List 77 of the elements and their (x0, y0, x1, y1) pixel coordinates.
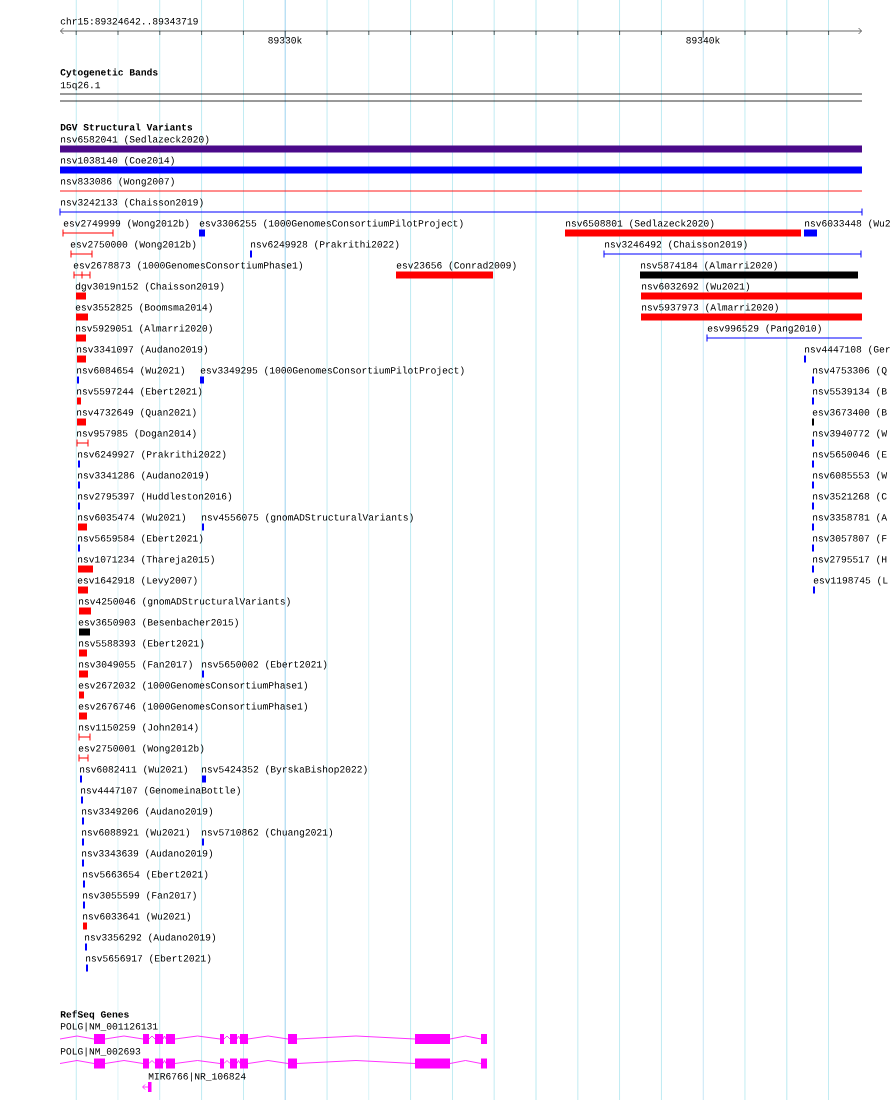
tick-label: 89340k (686, 36, 720, 44)
variant-label: nsv5659584 (Ebert2021) (78, 534, 203, 544)
variant-label: nsv6582041 (Sedlazeck2020) (61, 135, 209, 145)
variant-label: esv2750000 (Wong2012b) (70, 240, 196, 250)
variant-label: nsv5929051 (Almarri2020) (76, 324, 212, 334)
track-heading: Cytogenetic Bands (60, 68, 158, 78)
variant-label: esv3673400 (B (812, 408, 887, 418)
variant-label: nsv5874184 (Almarri2020) (641, 261, 777, 271)
variant-label: nsv4250046 (gnomADStructuralVariants) (79, 597, 290, 607)
gene-label: POLG|NM_001126131 (60, 1022, 158, 1032)
variant-label: nsv1150259 (John2014) (79, 723, 198, 733)
variant-label: esv1642918 (Levy2007) (77, 576, 197, 586)
variant-label: nsv4447107 (GenomeinaBottle) (81, 786, 240, 796)
variant-label: nsv2795397 (Huddleston2016) (78, 492, 232, 502)
variant-label: esv2672032 (1000GenomesConsortiumPhase1) (78, 681, 307, 691)
variant-label: nsv3057807 (F (813, 534, 887, 544)
variant-label: nsv6032692 (Wu2021) (642, 282, 749, 292)
variant-label: esv2676746 (1000GenomesConsortiumPhase1) (78, 702, 307, 712)
variant-label: nsv3341097 (Audano2019) (77, 345, 208, 355)
variant-label: nsv3343639 (Audano2019) (82, 849, 213, 859)
variant-label: esv996529 (Pang2010) (707, 324, 821, 334)
variant-label: nsv3349206 (Audano2019) (82, 807, 213, 817)
variant-label: esv3650903 (Besenbacher2015) (78, 618, 238, 628)
variant-label: nsv6508801 (Sedlazeck2020) (566, 219, 714, 229)
variant-label: nsv3246492 (Chaisson2019) (605, 240, 747, 250)
gene-label: POLG|NM_002693 (60, 1047, 141, 1057)
variant-label: nsv1038140 (Coe2014) (61, 156, 174, 166)
variant-label: nsv4556075 (gnomADStructuralVariants) (202, 513, 413, 523)
variant-label: nsv5424352 (ByrskaBishop2022) (202, 765, 367, 775)
variant-label: nsv833086 (Wong2007) (61, 177, 174, 187)
variant-label: esv1198745 (L (813, 576, 888, 586)
variant-label: esv2678873 (1000GenomesConsortiumPhase1) (73, 261, 302, 271)
gene-label: MIR6766|NR_106824 (148, 1072, 246, 1082)
variant-label: nsv3358781 (A (813, 513, 888, 523)
variant-label: nsv6084654 (Wu2021) (77, 366, 184, 376)
variant-label: dgv3019n152 (Chaisson2019) (75, 282, 224, 292)
variant-label: nsv3242133 (Chaisson2019) (61, 198, 203, 208)
variant-label: esv3552825 (Boomsma2014) (75, 303, 212, 313)
variant-label: nsv6249928 (Prakrithi2022) (251, 240, 399, 250)
variant-label: nsv6033448 (Wu2 (805, 219, 890, 229)
variant-label: nsv3940772 (W (813, 429, 888, 439)
variant-label: nsv3049055 (Fan2017) (79, 660, 192, 670)
variant-label: nsv6033641 (Wu2021) (83, 912, 190, 922)
variant-label: nsv3055599 (Fan2017) (83, 891, 196, 901)
variant-label: nsv6085553 (W (813, 471, 888, 481)
label: 15q26.1 (60, 81, 101, 91)
variant-label: esv3349295 (1000GenomesConsortiumPilotProject) (200, 366, 464, 376)
variant-label: nsv5539134 (B (813, 387, 887, 397)
variant-label: nsv6088921 (Wu2021) (82, 828, 189, 838)
variant-label: esv2749999 (Wong2012b) (63, 219, 189, 229)
variant-label: esv23656 (Conrad2009) (396, 261, 516, 271)
variant-label: nsv957985 (Dogan2014) (77, 429, 196, 439)
tick-label: 89330k (268, 36, 302, 44)
track-heading: DGV Structural Variants (60, 123, 193, 131)
variant-label: nsv5650002 (Ebert2021) (202, 660, 327, 670)
variant-label: nsv2795517 (H (813, 555, 887, 565)
variant-label: nsv5650046 (E (813, 450, 887, 460)
variant-label: nsv4753306 (Q (813, 366, 887, 376)
region-label: chr15:89324642..89343719 (60, 17, 198, 25)
variant-label: nsv3356292 (Audano2019) (85, 933, 216, 943)
variant-label: nsv4447108 (Ger (805, 345, 890, 355)
variant-label: nsv5937973 (Almarri2020) (642, 303, 778, 313)
variant-label: esv2750001 (Wong2012b) (78, 744, 204, 754)
variant-label: nsv5663654 (Ebert2021) (83, 870, 208, 880)
variant-label: nsv3341286 (Audano2019) (78, 471, 209, 481)
variant-label: nsv6082411 (Wu2021) (80, 765, 187, 775)
variant-label: nsv5597244 (Ebert2021) (77, 387, 202, 397)
variant-label: nsv5656917 (Ebert2021) (86, 954, 211, 964)
variant-label: nsv5710862 (Chuang2021) (202, 828, 333, 838)
variant-label: nsv6249927 (Prakrithi2022) (78, 450, 226, 460)
variant-label: nsv6035474 (Wu2021) (78, 513, 185, 523)
variant-label: nsv1071234 (Thareja2015) (78, 555, 214, 565)
variant-label: nsv4732649 (Quan2021) (77, 408, 196, 418)
variant-label: nsv3521268 (C (813, 492, 887, 502)
variant-label: esv3306255 (1000GenomesConsortiumPilotProject) (199, 219, 463, 229)
gene-label: RefSeq Genes (60, 1010, 129, 1020)
variant-label: nsv5588393 (Ebert2021) (79, 639, 204, 649)
